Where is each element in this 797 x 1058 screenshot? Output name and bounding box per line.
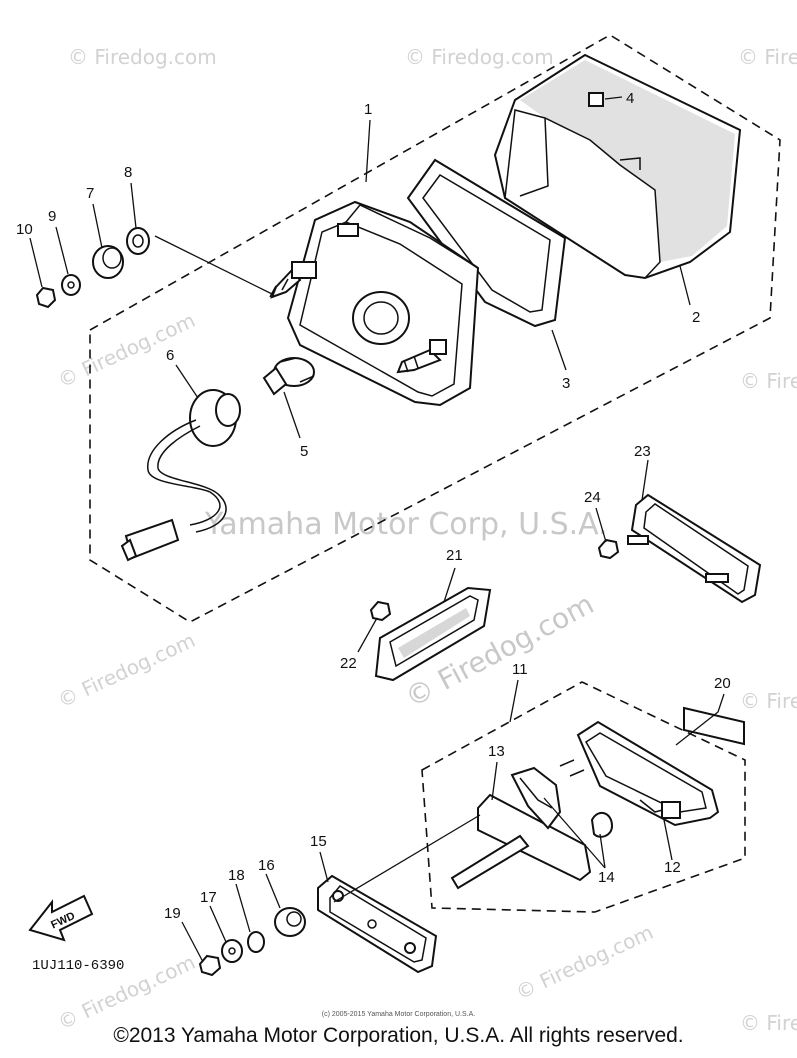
collar-part-16: [274, 907, 306, 937]
socket-part-6: [120, 389, 241, 562]
callout-4: 4: [626, 90, 634, 107]
callout-1: 1: [364, 101, 372, 118]
watermark: © Firedog.com: [54, 308, 199, 393]
callout-20: 20: [714, 675, 731, 692]
assembly-11-outline: [421, 681, 746, 913]
callout-21: 21: [446, 547, 463, 564]
reflector-part-21: [369, 586, 492, 682]
callout-8: 8: [124, 164, 132, 181]
callout-17: 17: [200, 889, 217, 906]
callout-15: 15: [310, 833, 327, 850]
watermark: © Firedog.com: [54, 628, 199, 713]
callout-22: 22: [340, 655, 357, 672]
fwd-arrow-icon: FWD: [28, 894, 94, 942]
spacer-part-18: [247, 931, 265, 953]
watermark: © Firedog.com: [740, 369, 797, 393]
small-copyright: (c) 2005-2015 Yamaha Motor Corporation, …: [321, 1011, 476, 1018]
assembly-1-outline: [89, 34, 781, 623]
callout-labels: 1 2 3 4 5 6 7 8 9 10 11 12 13 14 15 16 1…: [16, 90, 731, 922]
watermark: © Firedog.com: [740, 689, 797, 713]
nut-part-10: [35, 286, 57, 309]
callout-14: 14: [598, 869, 615, 886]
plate-part-15: [317, 874, 438, 974]
watermark: © Firedog.com: [68, 45, 217, 69]
label-part-20: [683, 706, 745, 746]
callout-9: 9: [48, 208, 56, 225]
watermark: © Firedog.com: [512, 920, 657, 1005]
license-light-part-12: [559, 720, 720, 827]
washer-part-17: [221, 939, 243, 963]
hardware-parts-7-10: [35, 227, 150, 309]
callout-7: 7: [86, 185, 94, 202]
nut-part-19: [198, 954, 222, 977]
reflector-part-23: [597, 493, 762, 604]
callout-11: 11: [512, 661, 528, 678]
callout-16: 16: [258, 857, 275, 874]
callout-19: 19: [164, 905, 181, 922]
watermark: © Firedog.com: [405, 45, 554, 69]
callout-6: 6: [166, 347, 174, 364]
bulb-part-5: [262, 357, 315, 396]
diagram-code: 1UJ110-6390: [32, 958, 125, 974]
nut-part-24: [597, 538, 620, 560]
nut-part-4: [588, 92, 604, 107]
center-watermark: Yamaha Motor Corp, U.S.A.: [204, 507, 608, 542]
grommet-part-7: [92, 245, 124, 279]
callout-13: 13: [488, 743, 505, 760]
callout-2: 2: [692, 309, 700, 326]
callout-3: 3: [562, 375, 570, 392]
housing-part-1: [269, 200, 480, 407]
callout-12: 12: [664, 859, 681, 876]
gasket-part-3: [406, 158, 567, 328]
callout-24: 24: [584, 489, 601, 506]
watermark: © Firedog.com: [740, 1011, 797, 1035]
washer-part-9: [61, 274, 81, 296]
callout-23: 23: [634, 443, 651, 460]
lens-part-2: [493, 53, 742, 280]
bulb-part-14: [590, 811, 614, 838]
leader-lines: [29, 96, 725, 963]
nut-part-22: [369, 600, 392, 622]
copyright-footer: ©2013 Yamaha Motor Corporation, U.S.A. A…: [113, 1024, 684, 1047]
washer-part-8: [126, 227, 150, 255]
callout-10: 10: [16, 221, 33, 238]
watermark: © Firedog.com: [738, 45, 797, 69]
callout-18: 18: [228, 867, 245, 884]
bracket-part-13: [450, 766, 614, 890]
hardware-parts-16-19: [198, 907, 306, 977]
callout-5: 5: [300, 443, 308, 460]
